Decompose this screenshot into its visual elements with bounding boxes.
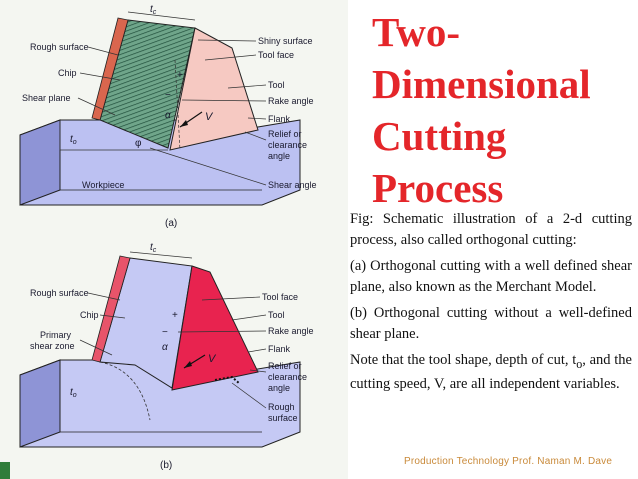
label-relief-b-1: Relief or	[268, 361, 302, 371]
label-rough-surface-a: Rough surface	[30, 42, 89, 52]
label-relief-b-2: clearance	[268, 372, 307, 382]
svg-text:+: +	[177, 70, 183, 81]
caption-a: (a) Orthogonal cutting with a well defin…	[350, 258, 632, 295]
diagram-label-b: (b)	[160, 460, 172, 471]
tc-symbol-a: tc	[150, 4, 157, 16]
label-relief-a-3: angle	[268, 151, 290, 161]
title-line-2: Dimensional	[372, 61, 591, 107]
alpha-symbol-a: α	[165, 110, 171, 121]
to-symbol-b: to	[70, 387, 77, 399]
title-line-1: Two-	[372, 9, 461, 55]
slide-title: Two- Dimensional Cutting Process	[372, 6, 632, 214]
caption-text: Fig: Schematic illustration of a 2-d cut…	[350, 209, 632, 401]
diagram-label-a: (a)	[165, 218, 177, 229]
corner-decoration	[0, 462, 10, 479]
tool-b	[171, 265, 259, 391]
velocity-symbol-a: V	[205, 111, 214, 123]
label-shear-angle-a: Shear angle	[268, 180, 317, 190]
label-workpiece-a: Workpiece	[82, 180, 124, 190]
tc-symbol-b: tc	[150, 242, 157, 254]
label-tool-face-a: Tool face	[258, 50, 294, 60]
footer-text: Production Technology Prof. Naman M. Dav…	[404, 456, 613, 467]
label-rough-b-2: surface	[268, 413, 298, 423]
title-line-4: Process	[372, 165, 504, 211]
label-rough-surface-b: Rough surface	[30, 288, 89, 298]
label-flank-b: Flank	[268, 344, 291, 354]
label-chip-b: Chip	[80, 310, 99, 320]
caption-note: Note that the tool shape, depth of cut, …	[350, 352, 632, 393]
label-primary-b: Primary	[40, 330, 71, 340]
alpha-symbol-b: α	[162, 342, 168, 353]
label-tool-b: Tool	[268, 310, 285, 320]
label-relief-b-3: angle	[268, 383, 290, 393]
to-symbol-a: to	[70, 134, 77, 146]
phi-symbol-a: φ	[135, 138, 142, 149]
diagram-b: tc to α V + − Rough surface Chip Primary…	[19, 242, 314, 471]
label-relief-a-2: clearance	[268, 140, 307, 150]
caption-intro: Fig: Schematic illustration of a 2-d cut…	[350, 211, 632, 248]
cutting-diagrams: tc to φ α V + − Rough surface Chip Shear…	[19, 4, 317, 471]
svg-text:−: −	[162, 327, 168, 338]
label-rake-angle-a: Rake angle	[268, 96, 314, 106]
caption-b: (b) Orthogonal cutting without a well-de…	[350, 305, 632, 342]
svg-text:−: −	[165, 90, 171, 101]
content-panel	[348, 0, 638, 479]
label-relief-a-1: Relief or	[268, 129, 302, 139]
label-tool-face-b: Tool face	[262, 292, 298, 302]
label-tool-a: Tool	[268, 80, 285, 90]
velocity-symbol-b: V	[208, 353, 217, 365]
svg-text:+: +	[172, 310, 178, 321]
diagram-a: tc to φ α V + − Rough surface Chip Shear…	[19, 4, 317, 229]
title-line-3: Cutting	[372, 113, 507, 159]
label-shear-plane-a: Shear plane	[22, 93, 71, 103]
label-flank-a: Flank	[268, 114, 291, 124]
label-rough-b-1: Rough	[268, 402, 295, 412]
label-chip-a: Chip	[58, 68, 77, 78]
label-rake-angle-b: Rake angle	[268, 326, 314, 336]
label-shiny-surface-a: Shiny surface	[258, 36, 313, 46]
label-shear-zone-b: shear zone	[30, 341, 75, 351]
